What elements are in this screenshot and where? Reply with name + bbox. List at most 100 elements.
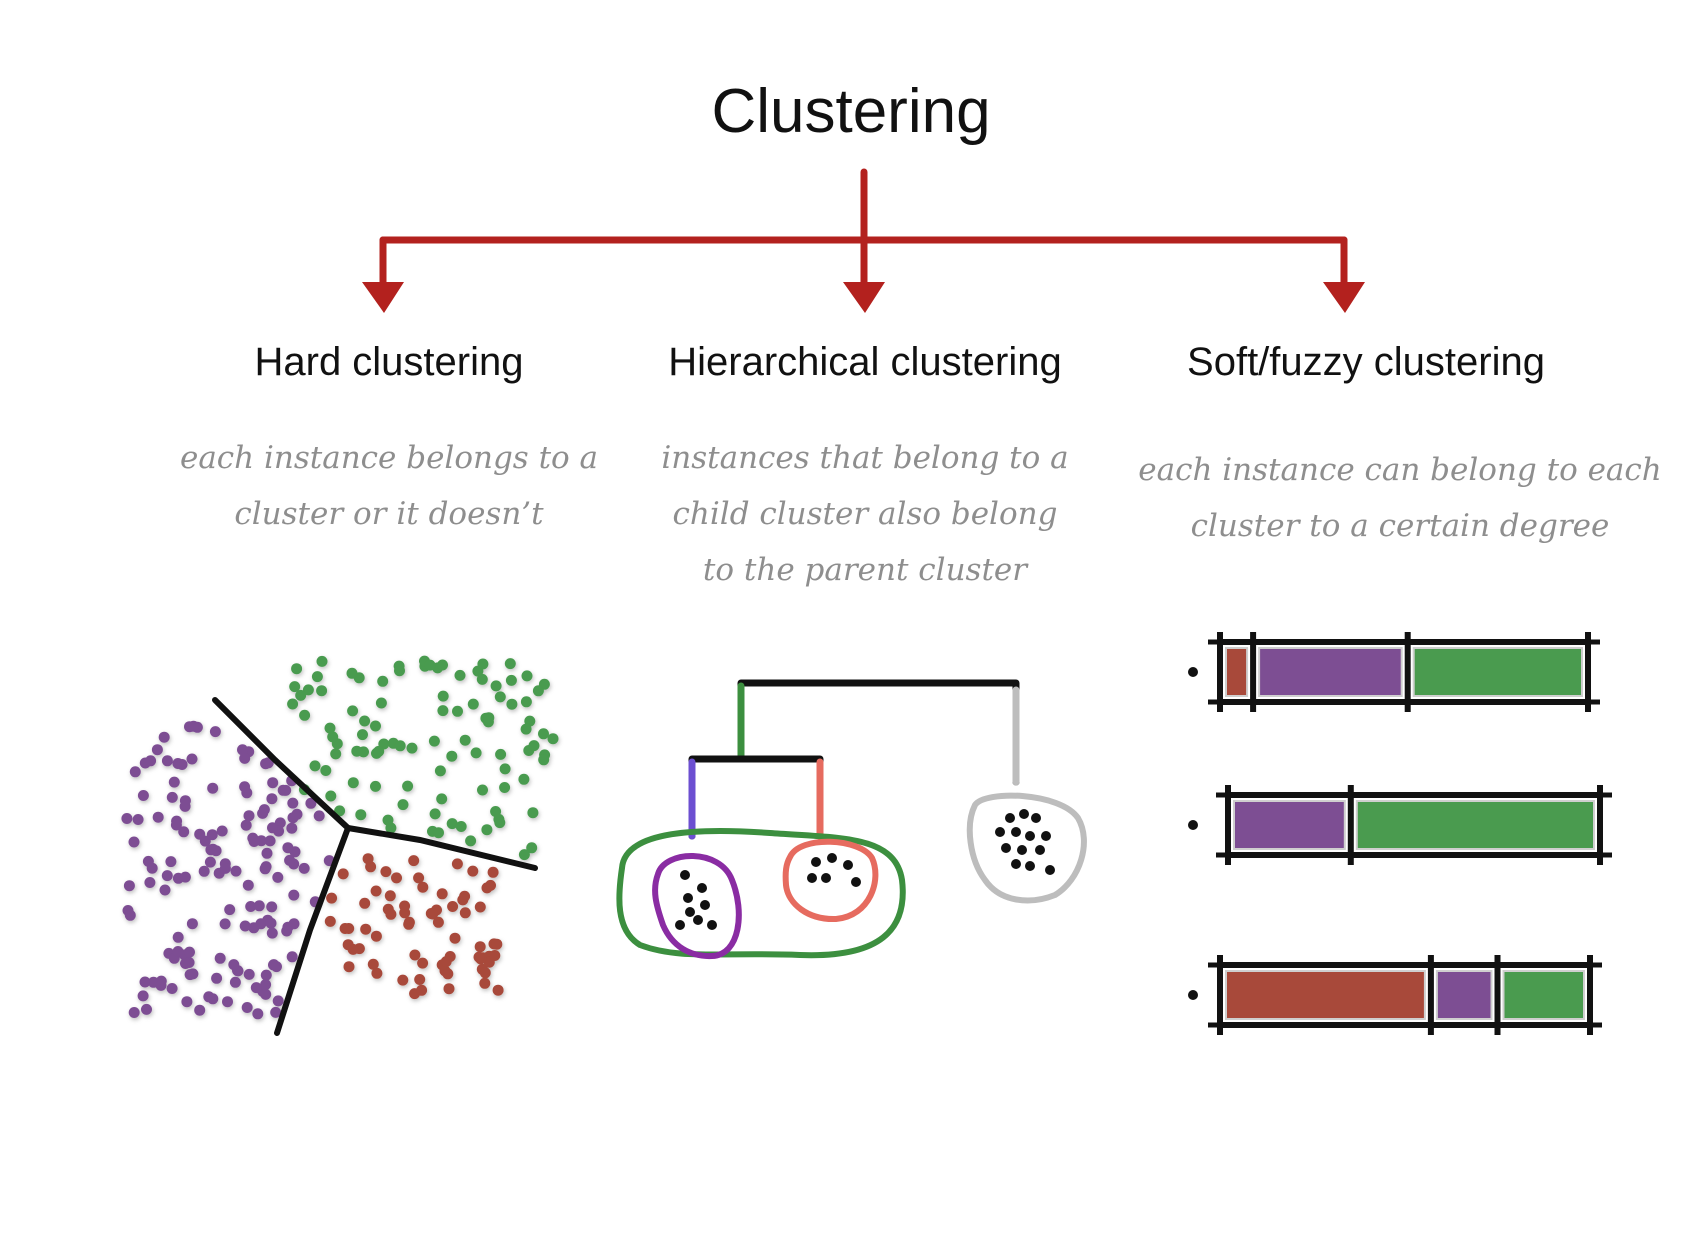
hard-cluster-point-purple	[187, 968, 199, 980]
hard-cluster-point-purple	[282, 842, 294, 854]
hard-cluster-point-purple	[161, 870, 173, 882]
hard-cluster-point-green	[394, 740, 406, 752]
hard-cluster-point-green	[291, 663, 303, 675]
hard-cluster-point-purple	[252, 1008, 264, 1020]
hard-cluster-point-green	[505, 674, 517, 686]
membership-segment-red	[1225, 970, 1426, 1020]
dendrogram-top-link	[737, 679, 1020, 786]
hard-cluster-point-purple	[151, 744, 163, 756]
hard-cluster-point-green	[309, 760, 321, 772]
hard-cluster-point-purple	[123, 880, 135, 892]
hard-cluster-point-green	[428, 735, 440, 747]
hard-cluster-point-red	[362, 853, 374, 865]
hard-cluster-point-purple	[139, 976, 151, 988]
hard-cluster-point-red	[414, 974, 426, 985]
hard-cluster-point-green	[375, 697, 387, 709]
hier-point-salmon-cluster	[827, 853, 837, 863]
hier-point-salmon-cluster	[851, 877, 861, 887]
hard-cluster-point-green	[538, 754, 550, 766]
bar-bullet	[1188, 990, 1198, 1000]
hard-cluster-point-red	[413, 872, 425, 884]
hard-cluster-point-purple	[241, 1002, 253, 1013]
hard-cluster-point-green	[327, 731, 339, 743]
hard-cluster-point-red	[479, 977, 491, 989]
hard-cluster-point-purple	[206, 829, 218, 841]
hard-cluster-point-purple	[166, 983, 178, 994]
hier-point-gray-cluster	[995, 827, 1005, 837]
hard-cluster-point-red	[485, 879, 496, 891]
hard-cluster-point-green	[494, 817, 506, 829]
hard-cluster-point-purple	[198, 865, 210, 877]
hier-point-gray-cluster	[1045, 865, 1055, 875]
hier-point-gray-cluster	[1005, 813, 1015, 823]
membership-segment-purple	[1233, 800, 1346, 850]
boundary-right	[345, 825, 538, 871]
hard-cluster-point-purple	[260, 969, 272, 981]
hard-cluster-point-purple	[152, 811, 164, 823]
hard-cluster-point-purple	[145, 755, 157, 767]
hard-cluster-point-red	[384, 890, 396, 902]
branch-description-soft: each instance can belong to each cluster…	[1120, 442, 1680, 554]
hard-clustering-illustration	[121, 655, 559, 1036]
hard-cluster-point-purple	[267, 822, 278, 834]
hard-cluster-point-red	[367, 958, 379, 970]
hard-cluster-point-red	[343, 961, 355, 973]
hard-cluster-point-red	[449, 932, 461, 944]
hard-cluster-point-green	[490, 680, 502, 692]
hard-cluster-point-purple	[211, 972, 223, 984]
hard-cluster-point-purple	[168, 776, 180, 788]
hard-cluster-point-purple	[229, 976, 241, 988]
hard-cluster-point-red	[487, 866, 499, 878]
branch-connector	[379, 168, 1348, 294]
hier-point-gray-cluster	[1041, 831, 1051, 841]
hard-cluster-point-green	[454, 669, 466, 681]
hard-cluster-point-red	[371, 967, 383, 979]
hard-cluster-point-purple	[260, 988, 272, 1000]
hard-cluster-point-green	[446, 750, 458, 762]
hard-cluster-point-green	[287, 698, 299, 710]
hard-cluster-point-purple	[239, 781, 251, 793]
hard-cluster-point-purple	[248, 836, 260, 847]
hard-cluster-point-green	[402, 780, 414, 792]
hier-point-gray-cluster	[1031, 813, 1041, 823]
hard-cluster-point-purple	[170, 819, 182, 831]
hard-cluster-point-purple	[265, 917, 277, 929]
branch-description-hard: each instance belongs to a cluster or it…	[109, 430, 669, 542]
membership-segment-green	[1502, 970, 1585, 1020]
hard-cluster-point-green	[527, 807, 539, 819]
hier-point-gray-cluster	[1001, 843, 1011, 853]
hard-cluster-point-purple	[219, 862, 231, 874]
boundary-lower	[274, 825, 351, 1036]
hard-cluster-point-purple	[146, 862, 158, 874]
hard-cluster-point-red	[399, 900, 411, 912]
hard-cluster-point-green	[330, 748, 342, 760]
hard-cluster-point-purple	[260, 979, 272, 991]
hard-cluster-point-purple	[253, 900, 265, 912]
hard-cluster-point-purple	[124, 909, 136, 921]
hard-cluster-point-green	[406, 742, 418, 754]
soft-clustering-illustration	[1188, 632, 1612, 1035]
hard-cluster-point-red	[432, 916, 444, 928]
hard-cluster-point-purple	[155, 979, 167, 991]
hard-cluster-point-purple	[259, 863, 271, 875]
hard-cluster-point-green	[455, 821, 467, 832]
hier-point-salmon-cluster	[807, 873, 817, 883]
hard-cluster-point-green	[424, 659, 436, 671]
hard-cluster-point-purple	[261, 847, 273, 859]
hier-point-violet-cluster	[685, 907, 695, 917]
hard-cluster-point-purple	[255, 918, 267, 930]
hard-cluster-point-purple	[194, 1004, 206, 1016]
hard-cluster-point-red	[442, 968, 454, 980]
hard-cluster-point-green	[518, 773, 530, 785]
hard-cluster-point-green	[433, 827, 444, 839]
hard-cluster-point-purple	[230, 865, 242, 877]
hard-cluster-point-green	[506, 698, 518, 710]
hard-cluster-point-green	[538, 728, 549, 740]
hier-point-gray-cluster	[1017, 845, 1027, 855]
hard-cluster-point-red	[343, 923, 355, 934]
hier-point-gray-cluster	[1025, 831, 1035, 841]
hard-cluster-point-red	[489, 950, 501, 961]
hier-point-gray-cluster	[1019, 809, 1029, 819]
hard-cluster-point-green	[532, 685, 544, 697]
